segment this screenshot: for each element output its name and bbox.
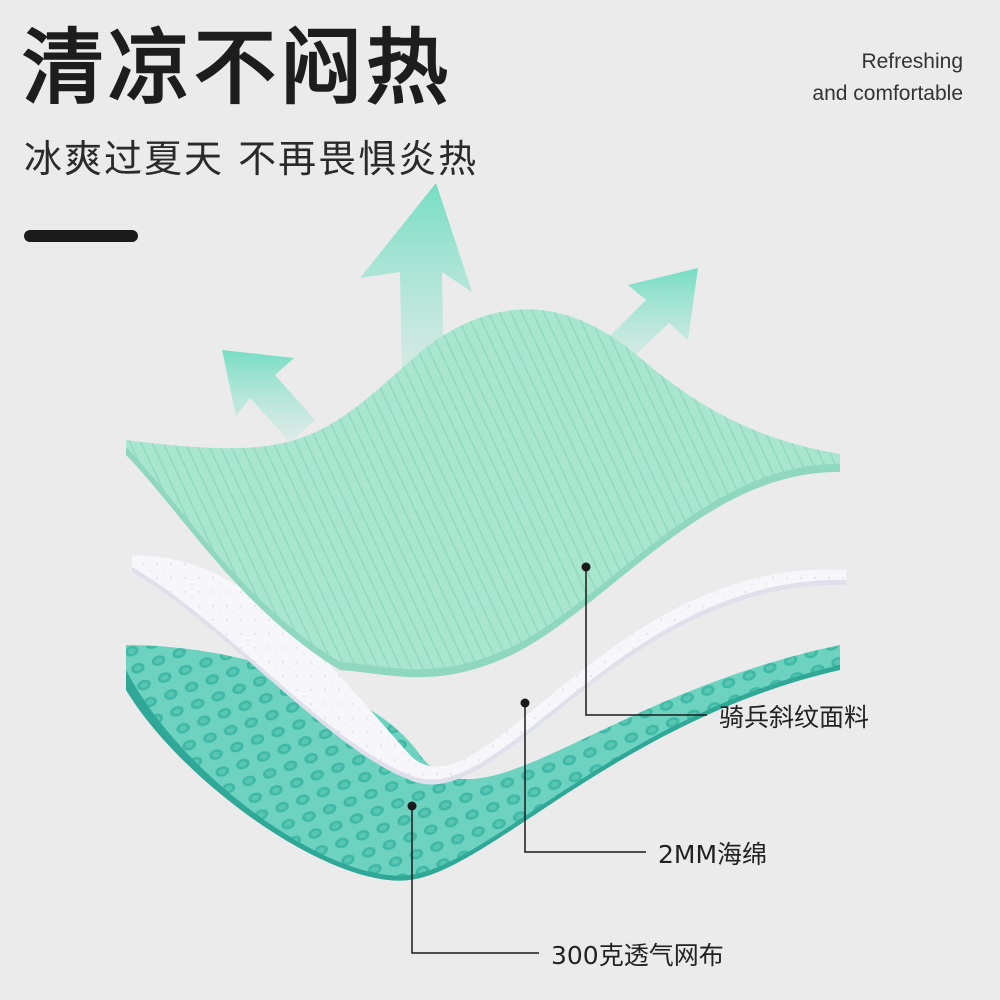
leader-line-mesh xyxy=(407,801,539,954)
arrow-up-icon xyxy=(222,350,315,442)
leader-line-twill xyxy=(581,562,707,716)
english-tagline-line2: and comfortable xyxy=(812,82,963,105)
title-underline-bar xyxy=(24,230,138,242)
english-tagline-line1: Refreshing xyxy=(861,50,963,73)
leader-line-sponge xyxy=(520,698,646,853)
label-mesh-fabric: 300克透气网布 xyxy=(551,941,724,970)
page-title: 清凉不闷热 xyxy=(22,21,453,116)
twill-fabric-layer xyxy=(126,309,840,678)
arrow-up-icon xyxy=(360,183,472,395)
page-subtitle: 冰爽过夏天 不再畏惧炎热 xyxy=(24,137,479,181)
label-sponge: 2MM海绵 xyxy=(658,840,768,869)
sponge-layer xyxy=(132,555,846,785)
label-twill-fabric: 骑兵斜纹面料 xyxy=(719,703,870,732)
